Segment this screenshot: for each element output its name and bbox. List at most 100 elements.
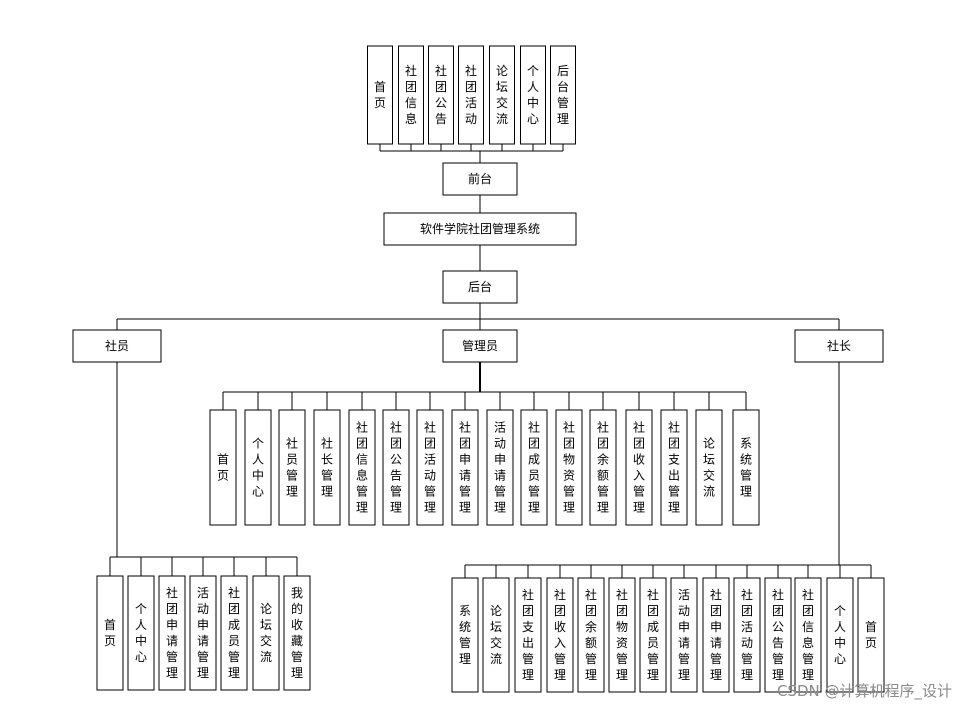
member-item-label: 首页 <box>104 618 116 648</box>
admin-item-label: 社长管理 <box>321 436 333 499</box>
president-item: 社团信息管理 <box>794 577 822 693</box>
backend-node-label: 后台 <box>468 279 492 294</box>
president-item-label: 社团支出管理 <box>522 587 534 682</box>
frontend-item: 论坛交流 <box>489 45 515 145</box>
frontend-item: 后台管理 <box>550 45 576 145</box>
president-item-label: 社团物资管理 <box>616 587 628 682</box>
admin-item-label: 系统管理 <box>740 437 752 499</box>
admin-item-label: 个人中心 <box>252 437 264 499</box>
president-item: 社团支出管理 <box>514 577 542 693</box>
admin-item: 社团物资管理 <box>555 409 583 526</box>
president-item-label: 社团活动管理 <box>741 587 753 682</box>
frontend-item: 社团信息 <box>398 45 424 145</box>
member-item: 论坛交流 <box>252 575 280 691</box>
admin-item: 社员管理 <box>278 409 306 526</box>
root-node-label: 软件学院社团管理系统 <box>420 221 540 236</box>
admin-item: 个人中心 <box>244 409 272 526</box>
frontend-item-label: 个人中心 <box>527 64 539 126</box>
admin-item: 社团公告管理 <box>382 409 410 526</box>
member-item-label: 个人中心 <box>135 602 147 664</box>
president-item: 个人中心 <box>826 577 854 693</box>
admin-item: 社团信息管理 <box>348 409 376 526</box>
president-item: 社团物资管理 <box>608 577 636 693</box>
president-item-label: 社团余额管理 <box>585 587 597 682</box>
admin-node: 管理员 <box>442 329 518 363</box>
president-item: 社团活动管理 <box>733 577 761 693</box>
admin-item-label: 活动申请管理 <box>494 421 506 515</box>
frontend-item: 社团活动 <box>458 45 484 145</box>
president-node: 社长 <box>794 329 884 363</box>
frontend-item-label: 社团信息 <box>405 63 417 126</box>
member-item: 个人中心 <box>127 575 155 691</box>
frontend-item-label: 论坛交流 <box>496 64 508 126</box>
admin-item-label: 论坛交流 <box>703 437 715 499</box>
president-item: 论坛交流 <box>482 577 510 693</box>
admin-item-label: 社团物资管理 <box>563 420 575 515</box>
president-item-label: 社团公告管理 <box>772 587 784 682</box>
admin-item-label: 社团支出管理 <box>668 420 680 515</box>
watermark: CSDN @计算机程序_设计 <box>776 682 952 700</box>
admin-item: 系统管理 <box>732 409 760 526</box>
frontend-item: 个人中心 <box>520 45 546 145</box>
president-item: 社团收入管理 <box>546 577 574 693</box>
admin-item: 社长管理 <box>313 409 341 526</box>
frontend-item-label: 社团公告 <box>435 63 447 126</box>
president-item: 活动申请管理 <box>670 577 698 693</box>
admin-item-label: 社团收入管理 <box>633 420 645 515</box>
member-item-label: 活动申请管理 <box>197 586 209 680</box>
member-item-label: 社团成员管理 <box>228 585 240 680</box>
member-item-label: 我的收藏管理 <box>291 586 303 680</box>
frontend-node-label: 前台 <box>468 171 492 186</box>
root-node: 软件学院社团管理系统 <box>383 212 577 246</box>
admin-item: 首页 <box>209 409 237 526</box>
president-item: 系统管理 <box>451 577 479 693</box>
member-item: 社团成员管理 <box>220 575 248 691</box>
president-node-label: 社长 <box>827 338 851 353</box>
member-item: 活动申请管理 <box>189 575 217 691</box>
admin-item-label: 社团活动管理 <box>424 420 436 515</box>
admin-item-label: 社团信息管理 <box>356 420 368 515</box>
admin-item-label: 社员管理 <box>286 436 298 499</box>
president-item: 社团成员管理 <box>639 577 667 693</box>
member-item: 社团申请管理 <box>158 575 186 691</box>
president-item-label: 系统管理 <box>459 604 471 666</box>
frontend-node: 前台 <box>442 162 518 196</box>
admin-item: 活动申请管理 <box>486 409 514 526</box>
admin-item: 社团支出管理 <box>660 409 688 526</box>
president-item-label: 论坛交流 <box>490 604 502 666</box>
frontend-item: 社团公告 <box>428 45 454 145</box>
president-item-label: 个人中心 <box>834 604 846 666</box>
president-item: 社团公告管理 <box>764 577 792 693</box>
frontend-item-label: 首页 <box>374 80 386 110</box>
president-item-label: 活动申请管理 <box>678 588 690 682</box>
member-node-label: 社员 <box>105 338 129 353</box>
member-node: 社员 <box>72 329 162 363</box>
admin-item: 社团成员管理 <box>520 409 548 526</box>
member-item-label: 社团申请管理 <box>166 585 178 680</box>
admin-item-label: 社团成员管理 <box>528 420 540 515</box>
president-item-label: 社团收入管理 <box>554 587 566 682</box>
admin-item: 社团收入管理 <box>625 409 653 526</box>
admin-item-label: 社团余额管理 <box>597 420 609 515</box>
president-item-label: 社团信息管理 <box>802 587 814 682</box>
backend-node: 后台 <box>442 270 518 304</box>
president-item-label: 社团申请管理 <box>710 587 722 682</box>
admin-item: 社团活动管理 <box>416 409 444 526</box>
president-item: 社团申请管理 <box>702 577 730 693</box>
admin-item: 社团申请管理 <box>451 409 479 526</box>
member-item: 我的收藏管理 <box>283 575 311 691</box>
admin-item: 社团余额管理 <box>589 409 617 526</box>
president-item-label: 首页 <box>865 620 877 650</box>
admin-item-label: 首页 <box>217 453 229 483</box>
admin-item-label: 社团公告管理 <box>390 420 402 515</box>
member-item: 首页 <box>96 575 124 691</box>
frontend-item-label: 后台管理 <box>557 64 569 126</box>
frontend-item-label: 社团活动 <box>465 63 477 126</box>
president-item: 首页 <box>857 577 885 693</box>
frontend-item: 首页 <box>367 45 393 145</box>
admin-item: 论坛交流 <box>695 409 723 526</box>
admin-node-label: 管理员 <box>462 338 498 353</box>
president-item-label: 社团成员管理 <box>647 587 659 682</box>
member-item-label: 论坛交流 <box>260 602 272 664</box>
